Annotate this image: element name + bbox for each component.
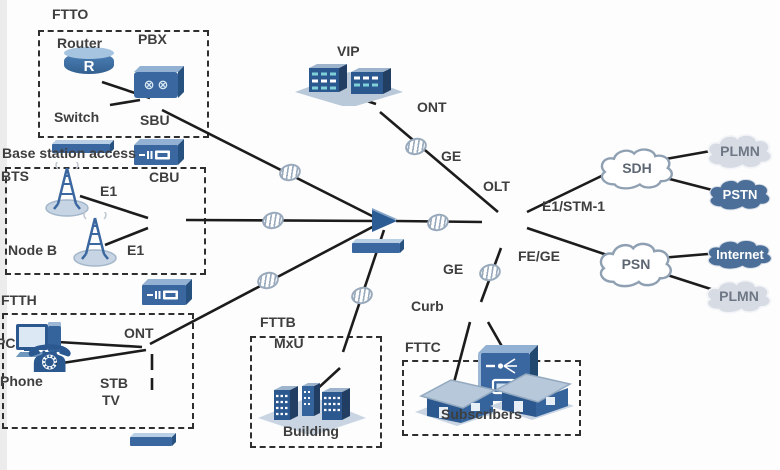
label-pbx: PBX: [138, 31, 167, 47]
cbu-device-icon: [142, 285, 186, 305]
label-e1-bottom: E1: [127, 242, 145, 258]
building-icon: [258, 383, 366, 434]
switch-icon: [52, 144, 110, 153]
link-nodeb-cbu: [104, 226, 149, 247]
nodeb-tower-icon: [73, 212, 117, 267]
pbx-ports-icon: ⊗⊗: [143, 77, 172, 93]
label-ftth: FTTH: [1, 292, 37, 308]
label-ftto: FTTO: [52, 6, 89, 22]
subscriber-house-icon: [415, 379, 499, 426]
label-router: Router: [57, 35, 103, 51]
router-r-mark: R: [83, 57, 95, 75]
label-curb: Curb: [411, 298, 444, 314]
link-bts-cbu: [79, 194, 149, 220]
plmn-bottom-cloud-label: PLMN: [719, 288, 759, 304]
phone-icon: ☎: [26, 337, 74, 381]
label-fe-ge: FE/GE: [518, 248, 561, 264]
optical-splitter-icon: [372, 210, 397, 232]
pbx-icon: ⊗⊗: [134, 72, 178, 98]
pc-icon: [15, 322, 64, 358]
label-e1-stm1: E1/STM-1: [542, 198, 606, 214]
label-fttc: FTTC: [405, 339, 441, 355]
label-vip: VIP: [337, 43, 360, 59]
plmn-bottom-cloud: PLMN: [701, 277, 777, 315]
label-ge-vip: GE: [441, 148, 462, 164]
media-converter-face-icon: [139, 150, 170, 160]
label-stb: STB: [100, 375, 128, 391]
label-subscribers: Subscribers: [441, 406, 522, 422]
label-node-b: Node B: [8, 242, 57, 258]
link-switch-sbu: [109, 98, 141, 107]
psn-cloud-label: PSN: [621, 256, 651, 272]
media-converter-face-icon: [147, 290, 178, 300]
pc-tower: [48, 322, 61, 352]
bts-tower-icon: [45, 162, 89, 217]
label-tv: TV: [102, 392, 120, 408]
link-phone-ont: [55, 348, 147, 366]
internet-cloud: Internet: [702, 237, 778, 271]
label-ge-curb: GE: [443, 261, 464, 277]
label-pc: PC: [0, 335, 16, 351]
ont-vip-device-icon: [352, 243, 400, 253]
ont-home-device-icon: [130, 437, 172, 446]
internet-cloud-label: Internet: [716, 246, 764, 262]
link-olt-psn: [526, 226, 617, 260]
label-switch: Switch: [54, 109, 100, 125]
plmn-top-cloud: PLMN: [702, 131, 778, 171]
pstn-cloud-label: PSTN: [722, 186, 758, 202]
label-e1-top: E1: [100, 183, 118, 199]
link-ont-olt: [379, 111, 499, 213]
plmn-top-cloud-label: PLMN: [720, 143, 760, 159]
psn-cloud: PSN: [594, 239, 678, 289]
sdh-cloud: SDH: [595, 145, 679, 191]
label-ont-home: ONT: [124, 325, 154, 341]
label-ont-vip: ONT: [417, 99, 447, 115]
label-mxu: MxU: [274, 335, 304, 351]
ftto-group-box: [38, 30, 209, 138]
label-olt: OLT: [483, 178, 510, 194]
vip-building-icon: [295, 64, 403, 106]
label-cbu: CBU: [149, 169, 180, 185]
link-sbu-splitter: [161, 108, 381, 222]
link-pc-ont: [57, 340, 143, 349]
fttb-group-box: [250, 336, 382, 448]
pc-stand: [24, 347, 36, 351]
sbu-device-icon: [134, 145, 178, 165]
router-icon: R: [64, 47, 114, 75]
ftth-group-box: [2, 313, 194, 429]
pstn-cloud: PSTN: [704, 176, 776, 212]
subscriber-house-icon: [490, 373, 574, 420]
label-phone: Phone: [0, 373, 43, 389]
label-sbu: SBU: [140, 112, 170, 128]
label-building: Building: [283, 423, 339, 439]
label-base-station: Base station access: [2, 145, 136, 161]
sdh-cloud-label: SDH: [622, 160, 652, 176]
label-bts: BTS: [1, 168, 29, 184]
label-fttb: FTTB: [260, 314, 296, 330]
link-curb-house1: [450, 321, 472, 391]
left-edge-strip: [0, 0, 7, 470]
